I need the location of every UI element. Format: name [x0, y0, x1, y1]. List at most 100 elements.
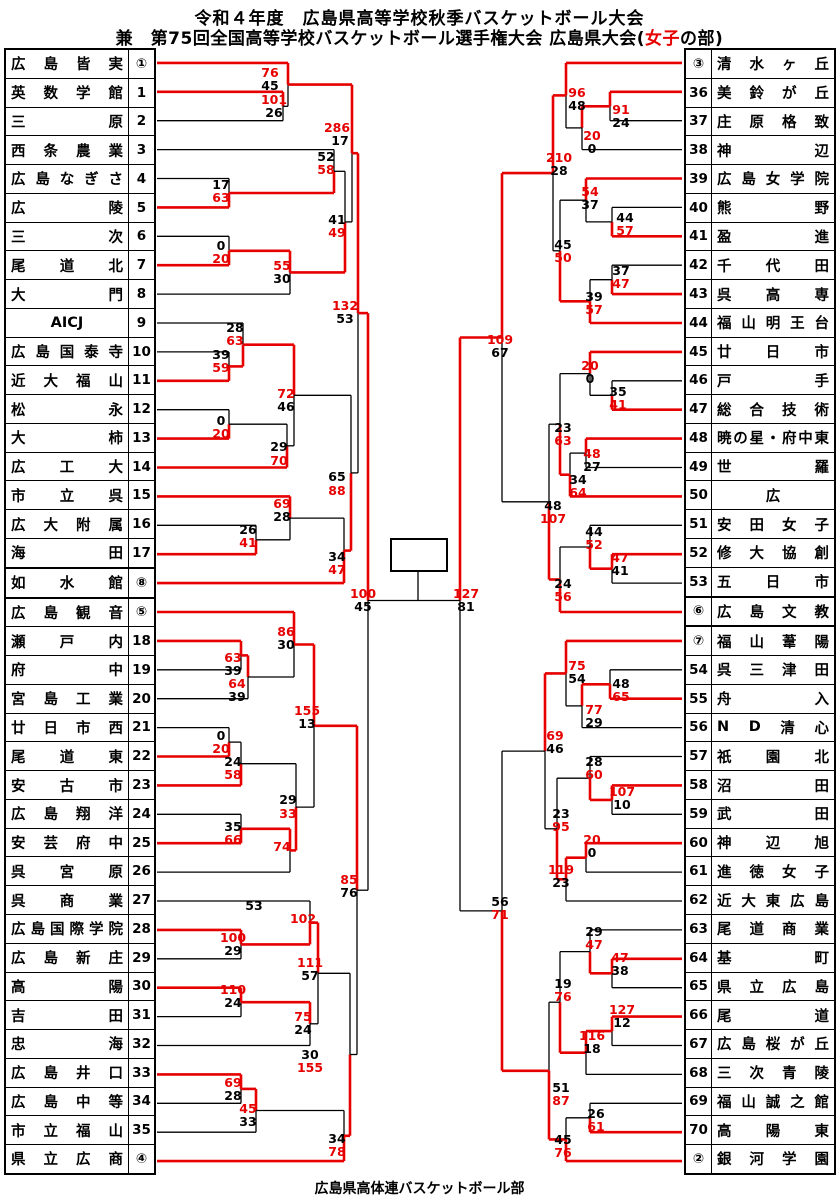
score-label: 71 [491, 906, 509, 922]
score-label: 50 [554, 249, 572, 265]
team-seed: 51 [686, 510, 712, 539]
team-name: 呉商業 [6, 886, 129, 914]
team-name: 廿日市 [717, 345, 829, 362]
team-name: 庄原格致 [717, 114, 829, 131]
team-name: 修大協創 [717, 546, 829, 563]
team-seed: 37 [686, 107, 712, 136]
score-label: 23 [554, 419, 572, 435]
team-seed: 56 [686, 713, 712, 742]
score-label: 76 [554, 1144, 572, 1160]
score-label: 20 [212, 425, 230, 441]
score-label: 39 [212, 346, 230, 362]
team-seed: 63 [686, 914, 712, 943]
team-seed: 24 [132, 805, 151, 822]
team-seed: 12 [132, 401, 151, 418]
score-label: 60 [585, 766, 603, 782]
team-name: AICJ [6, 308, 129, 337]
score-label: 100 [349, 585, 377, 601]
score-label: 48 [544, 497, 562, 513]
score-label: 155 [293, 702, 321, 718]
score-label: 64 [569, 484, 587, 500]
champion-box [390, 538, 448, 572]
team-seed: 59 [686, 799, 712, 828]
team-seed: 69 [686, 1087, 712, 1116]
score-label: 55 [273, 257, 291, 273]
score-label: 57 [301, 967, 319, 983]
score-label: 63 [212, 189, 230, 205]
score-label: 28 [224, 1087, 242, 1103]
team-seed: 22 [132, 748, 151, 765]
score-label: 54 [568, 670, 586, 686]
score-label: 30 [301, 1046, 319, 1062]
score-label: 45 [554, 1131, 572, 1147]
team-seed: 8 [136, 286, 147, 302]
score-label: 59 [212, 359, 230, 375]
team-seed: 11 [132, 372, 151, 389]
score-label: 29 [224, 942, 242, 958]
team-seed: 52 [686, 539, 712, 567]
score-label: 63 [226, 332, 244, 348]
team-seed: 15 [132, 487, 151, 504]
team-seed: 1 [136, 84, 147, 101]
score-label: 100 [219, 929, 247, 945]
score-label: 132 [331, 297, 359, 313]
team-name: 三次 [6, 222, 129, 251]
score-label: 69 [224, 1074, 242, 1090]
score-label: 29 [585, 923, 603, 939]
team-name: 広島観音 [6, 598, 129, 627]
team-seed: 9 [136, 314, 147, 331]
score-label: 30 [277, 636, 295, 652]
score-label: 37 [581, 196, 599, 212]
team-seed: 28 [132, 920, 151, 937]
team-seed: 32 [132, 1035, 151, 1052]
team-name: 世羅 [717, 460, 829, 477]
score-label: 75 [294, 1008, 312, 1024]
score-label: 29 [279, 791, 297, 807]
score-label: 12 [613, 1014, 631, 1030]
score-label: 39 [585, 288, 603, 304]
score-label: 47 [611, 949, 629, 965]
score-label: 58 [224, 766, 242, 782]
score-label: 35 [609, 383, 627, 399]
score-label: 76 [340, 884, 358, 900]
team-name: 基町 [717, 951, 829, 968]
score-label: 58 [317, 161, 335, 177]
score-label: 0 [585, 370, 595, 386]
team-name: 広 [765, 488, 781, 505]
team-name: 海田 [6, 539, 129, 567]
score-label: 102 [289, 910, 317, 926]
team-seed: 4 [136, 170, 147, 187]
team-name: 広島中等 [6, 1087, 129, 1116]
score-label: 75 [568, 657, 586, 673]
score-label: 28 [550, 162, 568, 178]
score-label: 56 [491, 893, 509, 909]
score-label: 34 [328, 1130, 346, 1146]
team-seed: 47 [686, 395, 712, 423]
team-seed: 45 [686, 337, 712, 366]
team-seed: 21 [132, 719, 151, 736]
team-seed: 66 [686, 1001, 712, 1030]
team-seed: ④ [135, 1150, 148, 1167]
team-seed: 17 [132, 544, 151, 561]
